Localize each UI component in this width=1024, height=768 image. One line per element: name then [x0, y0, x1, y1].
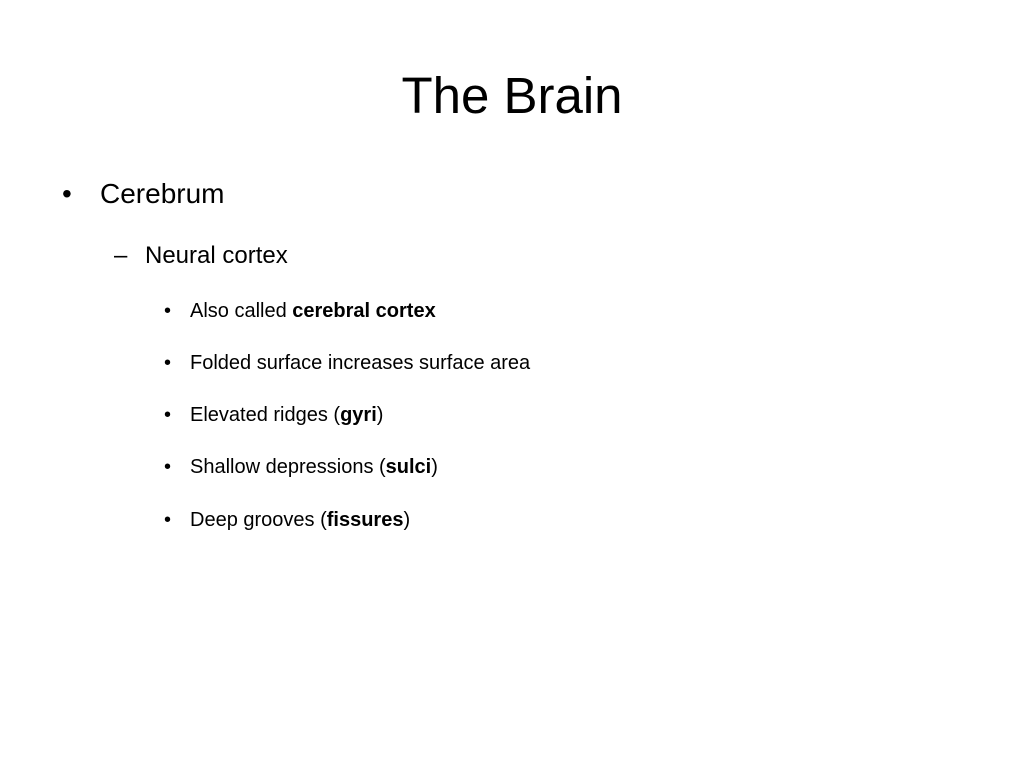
detail-text-regular-after: ) [431, 455, 438, 478]
bullet-marker: • [164, 508, 172, 531]
subbullet-text: Neural cortex [145, 242, 288, 269]
bullet-marker: • [164, 351, 172, 374]
dash-marker: – [114, 242, 128, 269]
detail-text-regular-after: ) [403, 508, 411, 531]
subbullet-neural-cortex: – Neural cortex [114, 240, 288, 272]
detail-text-bold: sulci [385, 455, 432, 478]
detail-text: Folded surface increases surface area [190, 352, 530, 375]
slide-title: The Brain [401, 67, 623, 124]
detail-text: Deep grooves (fissures) [190, 509, 410, 532]
detail-text-regular: Elevated ridges ( [190, 403, 341, 426]
bullet-cerebrum: • Cerebrum [62, 176, 224, 212]
detail-text-bold: fissures [326, 508, 404, 531]
detail-item-fissures: • Deep grooves (fissures) [164, 506, 410, 534]
detail-text-regular: Folded surface increases surface area [190, 351, 531, 374]
bullet-marker: • [164, 455, 172, 478]
bullet-marker: • [164, 299, 172, 322]
detail-text-bold: gyri [340, 403, 377, 426]
detail-text: Shallow depressions (sulci) [190, 456, 438, 479]
detail-text-regular-after: ) [376, 403, 384, 426]
bullet-marker: • [164, 403, 172, 426]
detail-text-bold: cerebral cortex [292, 299, 436, 322]
detail-text: Elevated ridges (gyri) [190, 404, 383, 427]
detail-item-folded-surface: • Folded surface increases surface area [164, 349, 530, 377]
detail-item-gyri: • Elevated ridges (gyri) [164, 401, 383, 429]
detail-text: Also called cerebral cortex [190, 300, 436, 323]
detail-text-regular: Deep grooves ( [190, 508, 327, 531]
bullet-marker: • [62, 178, 72, 209]
detail-item-sulci: • Shallow depressions (sulci) [164, 453, 438, 481]
bullet-text: Cerebrum [100, 178, 225, 209]
detail-text-regular: Shallow depressions ( [190, 455, 386, 478]
detail-item-cerebral-cortex: • Also called cerebral cortex [164, 297, 436, 325]
detail-text-regular: Also called [190, 299, 293, 322]
